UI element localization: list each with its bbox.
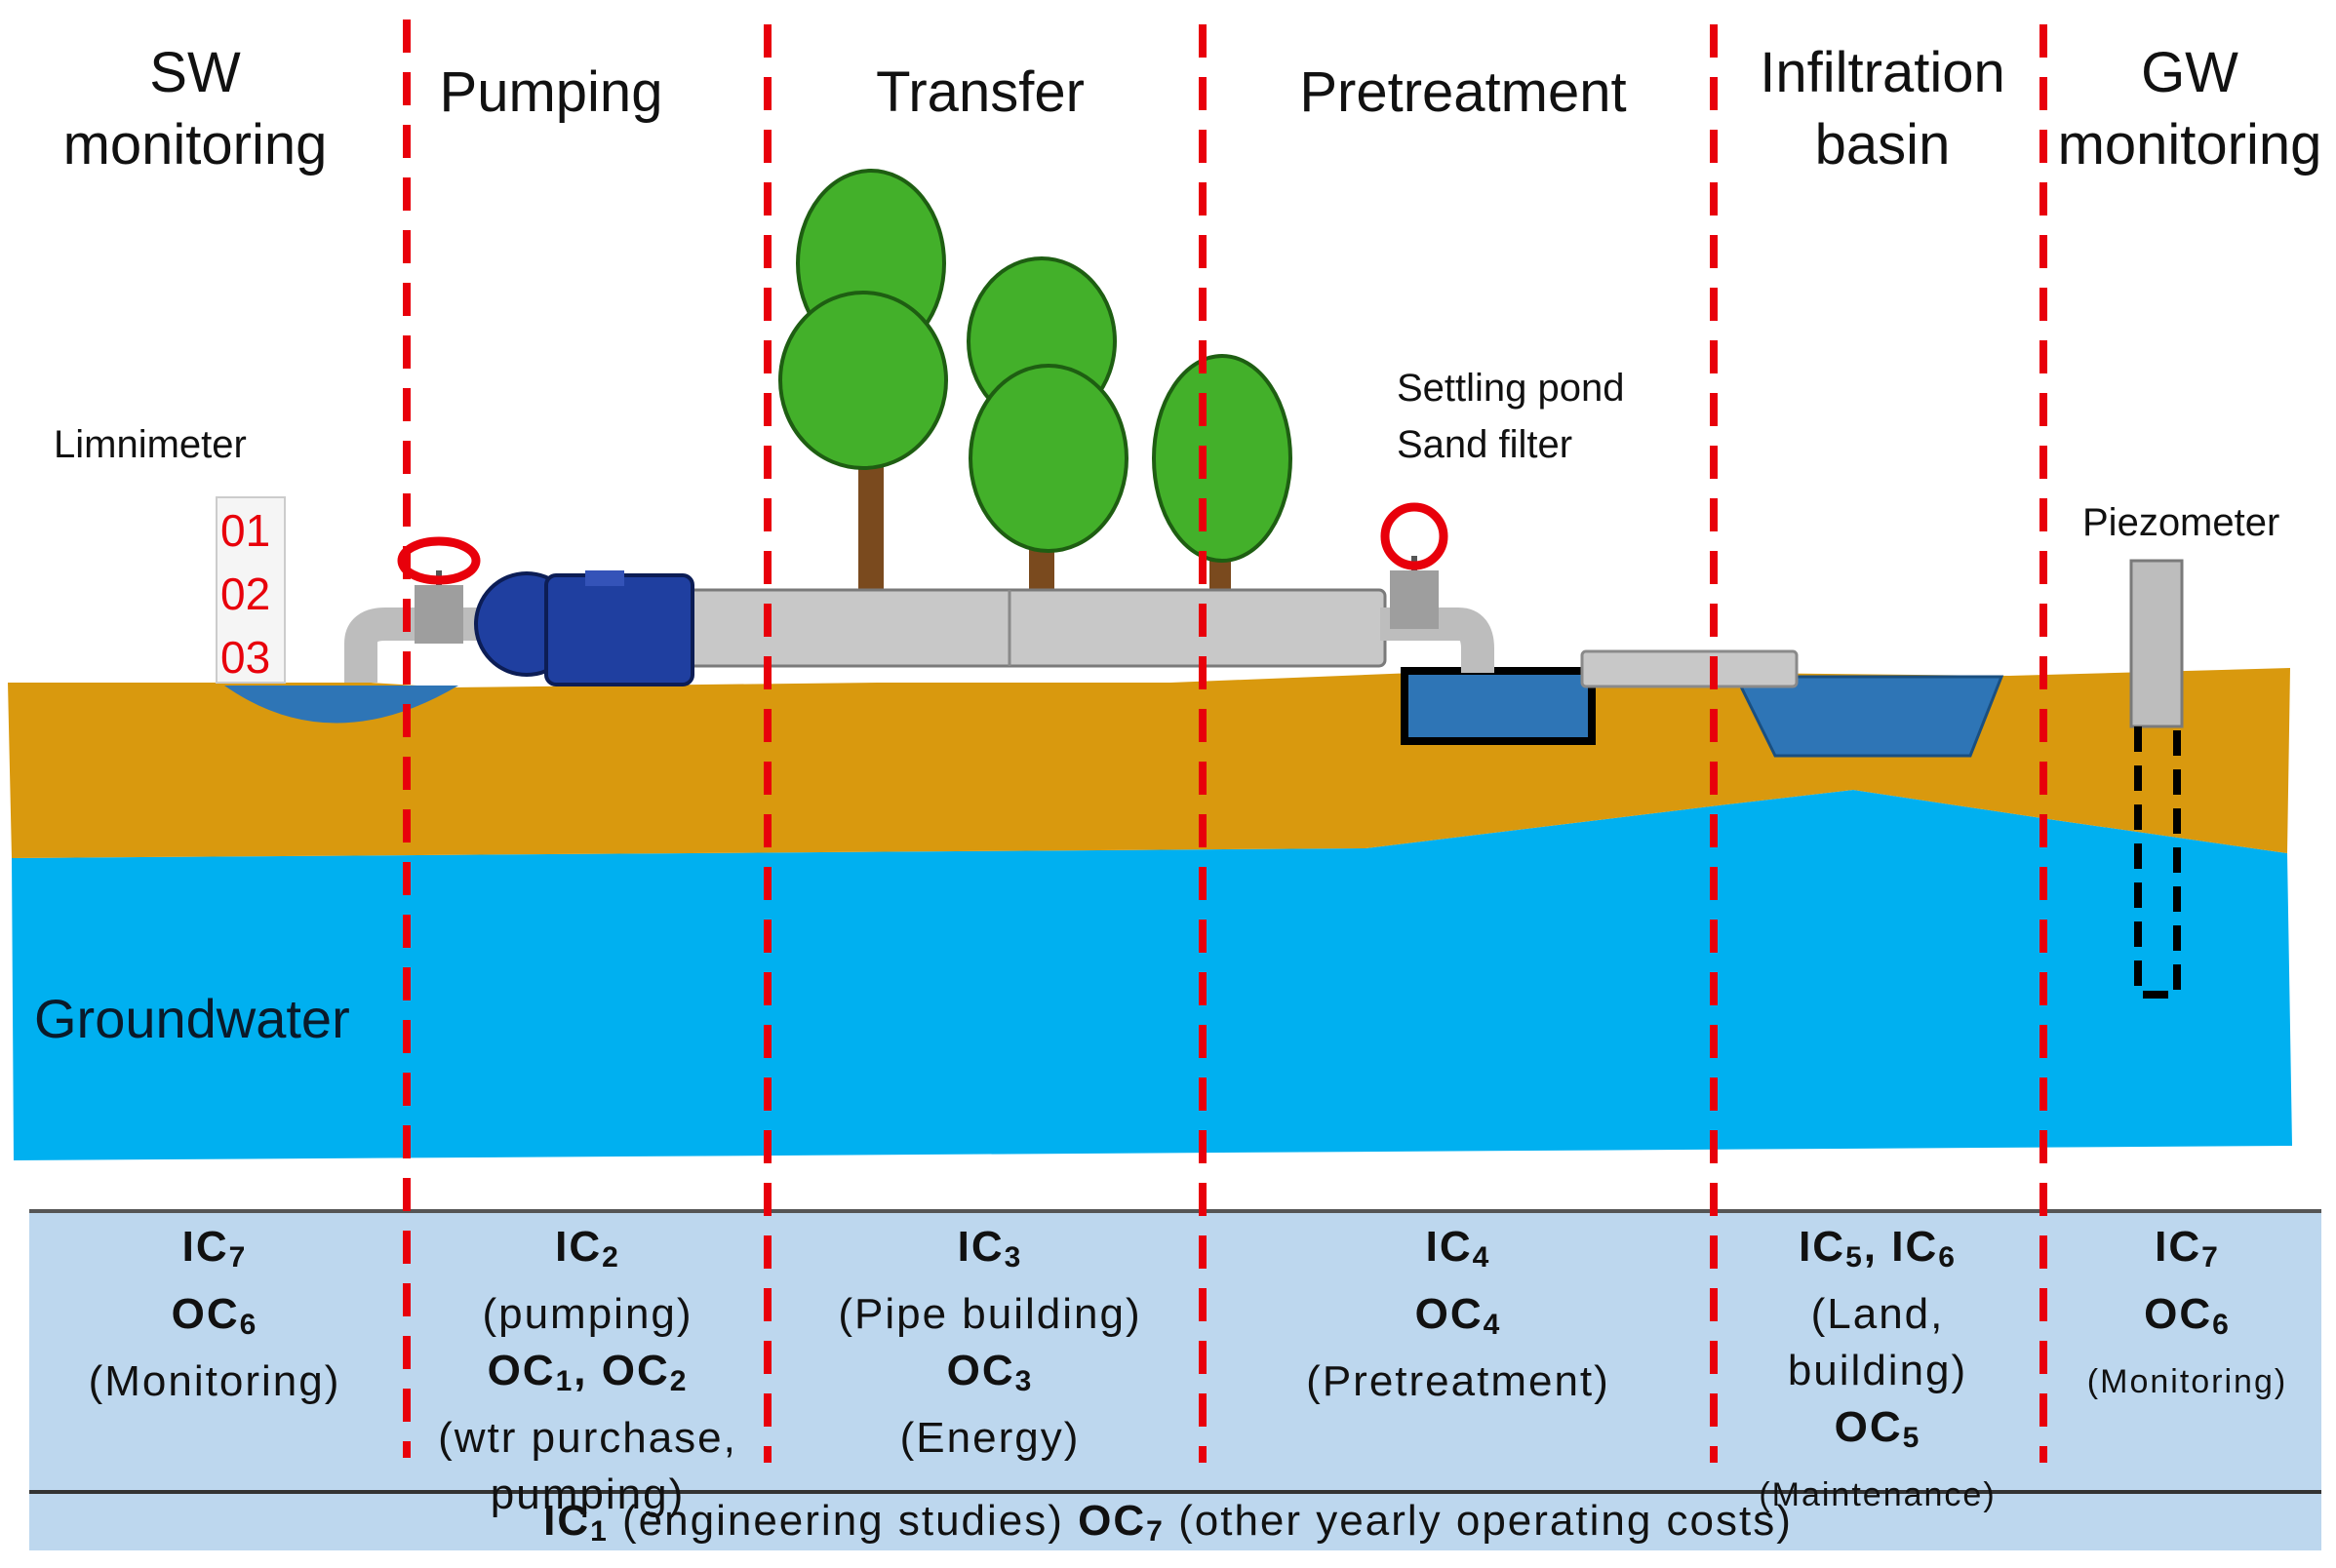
stage-title-line: Transfer [876, 60, 1085, 124]
stage-title-line: SW [149, 41, 241, 104]
stage-title-line: basin [1814, 113, 1951, 176]
oc-line: OC5 [1834, 1403, 1921, 1454]
soil-layer [8, 668, 2290, 858]
piezometer-label: Piezometer [2082, 501, 2280, 544]
oc-subscript: 7 [1146, 1515, 1165, 1548]
piezometer-well [2134, 726, 2181, 999]
oc-line: OC6 [171, 1290, 258, 1341]
settling-pond-label: Settling pond [1397, 367, 1625, 410]
groundwater-label: Groundwater [34, 988, 350, 1049]
tree-icon [778, 169, 948, 595]
ic-line: IC7 [181, 1223, 248, 1274]
cost-desc: (Land, [1810, 1290, 1945, 1338]
bottom-cost-row: IC1 (engineering studies) OC7 (other yea… [0, 1494, 2336, 1559]
limnimeter-label: Limnimeter [54, 423, 247, 466]
stage-title-line: Pumping [439, 60, 663, 124]
infiltration-basin-shape [1733, 675, 2004, 758]
tree-icon [967, 256, 1128, 595]
stage-title-infiltration: Infiltration basin [1726, 37, 2039, 181]
stage-title-pretreatment: Pretreatment [1258, 57, 1668, 129]
oc-line: OC4 [1414, 1290, 1502, 1341]
cost-desc: (Monitoring) [2086, 1363, 2288, 1400]
discharge-pipe [1380, 608, 1494, 673]
valve-icon [1380, 502, 1448, 629]
cost-cell-pretreatment: IC4 OC4 (Pretreatment) [1209, 1219, 1707, 1410]
cost-cell-gw: IC7 OC6 (Monitoring) [2048, 1219, 2326, 1410]
stage-title-line: monitoring [2057, 113, 2322, 176]
cost-cell-pumping: IC2 (pumping) OC1, OC2 (wtr purchase, pu… [410, 1219, 766, 1523]
gauge-mark: 01 [220, 505, 270, 556]
ic-line: IC2 [555, 1223, 620, 1274]
cost-desc: (wtr purchase, [438, 1414, 737, 1462]
cost-desc: pumping) [490, 1470, 686, 1518]
piezometer-icon [2129, 559, 2184, 728]
stage-title-transfer: Transfer [829, 57, 1131, 129]
cost-desc: (Energy) [899, 1414, 1081, 1462]
ic-desc: (engineering studies) [622, 1497, 1064, 1545]
stage-title-sw: SW monitoring [49, 37, 341, 181]
pump-icon [474, 570, 694, 686]
ic-subscript: 1 [590, 1515, 609, 1548]
oc-label: OC [1078, 1497, 1147, 1545]
oc-line: OC1, OC2 [487, 1347, 689, 1397]
ic-line: IC7 [2155, 1223, 2220, 1274]
cost-desc: (Monitoring) [88, 1357, 341, 1405]
cost-cell-infiltration: IC5, IC6 (Land, building) OC5 (Maintenan… [1717, 1219, 2039, 1523]
intake-pipe [344, 608, 488, 683]
tree-icon [1152, 354, 1292, 600]
ic-line: IC4 [1425, 1223, 1491, 1274]
oc-line: OC6 [2144, 1290, 2231, 1341]
stage-title-line: GW [2141, 41, 2238, 104]
cost-cell-transfer: IC3 (Pipe building) OC3 (Energy) [780, 1219, 1200, 1467]
groundwater-layer [12, 790, 2292, 1160]
stage-title-line: Pretreatment [1299, 60, 1627, 124]
cost-desc: (Maintenance) [1759, 1476, 1997, 1513]
cost-desc: (Pretreatment) [1306, 1357, 1610, 1405]
stage-title-line: monitoring [62, 113, 328, 176]
ic-line: IC5, IC6 [1799, 1223, 1957, 1274]
valve-icon [397, 536, 481, 644]
settling-pond-shape [1401, 667, 1596, 745]
oc-line: OC3 [946, 1347, 1034, 1397]
sand-filter-label: Sand filter [1397, 423, 1573, 466]
oc-desc: (other yearly operating costs) [1178, 1497, 1793, 1545]
limnimeter-icon [216, 496, 286, 684]
river [224, 686, 458, 724]
cost-desc: (pumping) [482, 1290, 693, 1338]
ic-line: IC3 [957, 1223, 1023, 1274]
gauge-mark: 03 [220, 632, 270, 683]
stage-title-pumping: Pumping [419, 57, 683, 129]
gauge-mark: 02 [220, 568, 270, 619]
stage-title-line: Infiltration [1760, 41, 2005, 104]
outlet-pipe [1580, 649, 1799, 688]
cost-cell-sw: IC7 OC6 (Monitoring) [39, 1219, 390, 1410]
cost-desc: building) [1787, 1347, 1968, 1394]
ic-label: IC [543, 1497, 591, 1545]
cost-desc: (Pipe building) [838, 1290, 1142, 1338]
stage-title-gw: GW monitoring [2048, 37, 2331, 181]
stage-dividers [403, 20, 2047, 1463]
transfer-pipe [671, 588, 1387, 668]
